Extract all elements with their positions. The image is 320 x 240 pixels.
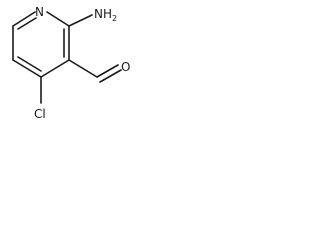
amino-group-label: NH2 (94, 7, 117, 23)
bond-c4-c5-inner (17, 56, 42, 72)
bond-n1-c2 (46, 11, 70, 27)
bond-c4-c5 (12, 59, 42, 78)
structure-diagram: N NH2 O Cl (12, 5, 130, 121)
amino-label: NH (94, 7, 112, 21)
bond-co-double-1 (96, 64, 119, 78)
amino-subscript: 2 (112, 14, 117, 23)
bond-c2-amino (68, 14, 93, 27)
ring-nitrogen-label: N (35, 5, 44, 19)
bond-c3-cho (68, 59, 98, 78)
bond-co-double-2 (99, 69, 122, 83)
bond-c3-c4 (40, 59, 70, 78)
bond-c6-n1 (12, 11, 36, 27)
bond-c6-n1-inner (17, 17, 37, 30)
pyridine-ring (12, 11, 70, 78)
aldehyde-oxygen-label: O (121, 60, 130, 74)
chlorine-label: Cl (34, 107, 46, 121)
